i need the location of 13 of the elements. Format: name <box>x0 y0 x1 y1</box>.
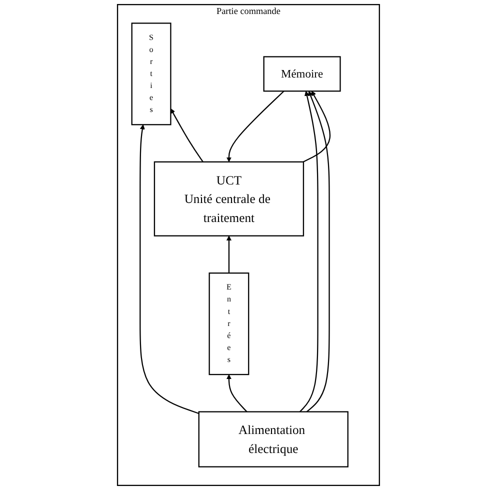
arrow <box>306 90 330 412</box>
arrow <box>299 90 318 412</box>
node-box: Sorties <box>131 22 172 126</box>
arrow <box>226 374 248 412</box>
arrow <box>170 108 204 162</box>
arrow <box>303 90 331 162</box>
arrow <box>226 90 284 162</box>
node-box: Alimentation électrique <box>198 411 348 468</box>
node-box: Entrées <box>208 272 250 376</box>
arrow <box>226 236 232 274</box>
node-box: Mémoire <box>263 56 341 92</box>
node-box: UCT Unité centrale de traitement <box>154 161 304 236</box>
arrow <box>140 124 200 414</box>
